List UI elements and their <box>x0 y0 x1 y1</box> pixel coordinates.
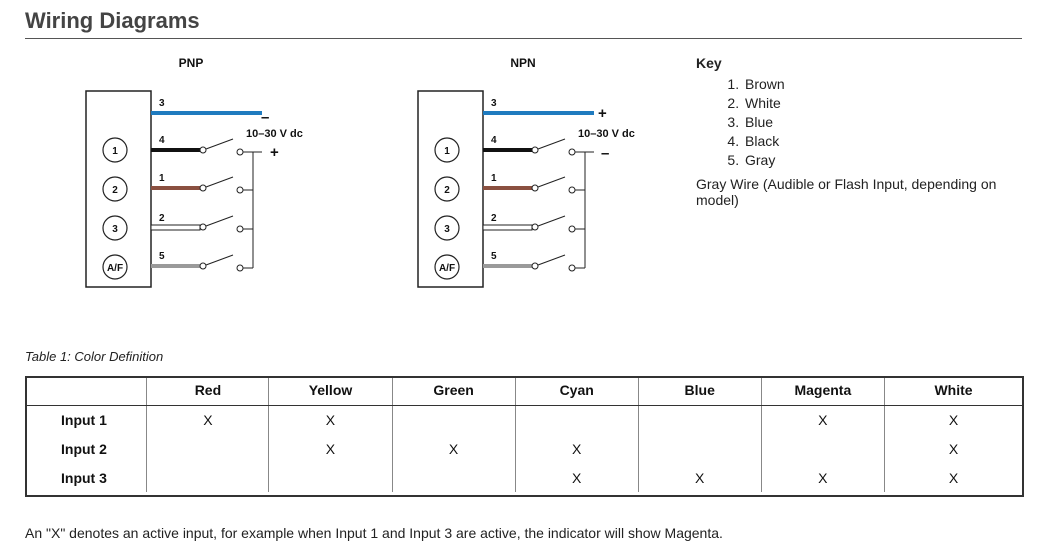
svg-text:2: 2 <box>112 185 118 196</box>
pnp-wire-num-4: 4 <box>159 135 165 146</box>
npn-wire-num-4: 4 <box>491 135 497 146</box>
npn-pin-2: 2 <box>434 176 460 202</box>
table-cell: X <box>760 463 885 492</box>
row-label-input-1: Input 1 <box>61 411 107 428</box>
table-cell <box>391 463 516 492</box>
pnp-wire-white <box>150 224 201 231</box>
column-header-red: Red <box>146 376 269 406</box>
table-row: Input 1 X X X X <box>25 405 1022 434</box>
npn-switches <box>531 138 594 272</box>
table-cell <box>146 463 269 492</box>
npn-pin-af: A/F <box>434 254 460 280</box>
table-cell: X <box>883 405 1022 434</box>
pnp-voltage-label: 10–30 V dc <box>246 128 303 140</box>
column-header-magenta: Magenta <box>760 376 885 406</box>
table-cell: X <box>883 434 1022 463</box>
row-label-input-3: Input 3 <box>61 469 107 486</box>
svg-text:A/F: A/F <box>439 263 455 274</box>
npn-top-sign: + <box>598 105 607 122</box>
svg-text:1: 1 <box>444 146 450 157</box>
table-row: Input 3 X X X X <box>25 463 1022 492</box>
pnp-wire-num-3: 3 <box>159 98 165 109</box>
color-definition-table: Red Yellow Green Cyan Blue Magenta White… <box>25 376 1022 492</box>
pnp-bottom-sign: + <box>270 144 279 161</box>
table-cell <box>146 434 269 463</box>
key-item: Brown <box>743 75 785 94</box>
npn-diagram: NPN 1 2 3 A/F 3 + 4 1 2 5 10–30 V dc – <box>417 56 635 288</box>
table-cell: X <box>268 405 393 434</box>
key-item: Blue <box>743 113 785 132</box>
table-row: Input 2 X X X X <box>25 434 1022 463</box>
table-cell: X <box>391 434 516 463</box>
svg-text:3: 3 <box>112 224 118 235</box>
gray-wire-note: Gray Wire (Audible or Flash Input, depen… <box>696 176 997 208</box>
column-header-yellow: Yellow <box>268 376 393 406</box>
table-cell: X <box>637 463 762 492</box>
table-header-row: Red Yellow Green Cyan Blue Magenta White <box>25 376 1022 406</box>
key-item: Gray <box>743 151 785 170</box>
title-divider <box>25 38 1022 39</box>
pnp-switches <box>199 138 262 272</box>
wiring-diagrams-svg: PNP 1 2 3 A/F 3 – 4 1 2 5 <box>85 56 635 288</box>
key-title: Key <box>696 55 722 71</box>
svg-text:3: 3 <box>444 224 450 235</box>
pnp-pin-af: A/F <box>102 254 128 280</box>
table-cell <box>760 434 885 463</box>
npn-wire-white <box>482 224 533 231</box>
table-cell <box>391 405 516 434</box>
table-cell: X <box>268 434 393 463</box>
table-cell: X <box>514 434 639 463</box>
svg-text:1: 1 <box>112 146 118 157</box>
table-caption: Table 1: Color Definition <box>25 349 164 364</box>
pnp-diagram: PNP 1 2 3 A/F 3 – 4 1 2 5 <box>85 56 303 288</box>
npn-voltage-label: 10–30 V dc <box>578 128 635 140</box>
table-cell <box>514 405 639 434</box>
wire-color-key: Key Brown White Blue Black Gray <box>696 55 785 170</box>
row-label-input-2: Input 2 <box>61 440 107 457</box>
npn-wire-num-1: 1 <box>491 173 497 184</box>
column-header-blue: Blue <box>637 376 762 406</box>
npn-wire-num-3: 3 <box>491 98 497 109</box>
page-title: Wiring Diagrams <box>25 8 200 33</box>
npn-wire-num-5: 5 <box>491 251 497 262</box>
pnp-wire-num-2: 2 <box>159 213 165 224</box>
pnp-pin-3: 3 <box>102 215 128 241</box>
pnp-pin-2: 2 <box>102 176 128 202</box>
pnp-wire-num-5: 5 <box>159 251 165 262</box>
pnp-pin-1: 1 <box>102 137 128 163</box>
npn-label: NPN <box>510 56 535 70</box>
table-cell <box>637 434 762 463</box>
column-header-white: White <box>883 376 1022 406</box>
npn-bottom-sign: – <box>601 145 609 162</box>
table-cell: X <box>883 463 1022 492</box>
column-header-cyan: Cyan <box>514 376 639 406</box>
key-item: Black <box>743 132 785 151</box>
table-cell <box>637 405 762 434</box>
svg-text:2: 2 <box>444 185 450 196</box>
column-header-green: Green <box>391 376 516 406</box>
key-item: White <box>743 94 785 113</box>
pnp-label: PNP <box>179 56 204 70</box>
npn-pin-3: 3 <box>434 215 460 241</box>
table-cell: X <box>514 463 639 492</box>
table-footnote: An "X" denotes an active input, for exam… <box>25 525 723 541</box>
npn-pin-1: 1 <box>434 137 460 163</box>
table-cell: X <box>146 405 269 434</box>
column-header-blank <box>25 376 147 406</box>
npn-wire-num-2: 2 <box>491 213 497 224</box>
table-cell: X <box>760 405 885 434</box>
pnp-top-sign: – <box>261 109 269 126</box>
key-list: Brown White Blue Black Gray <box>696 75 785 170</box>
table-cell <box>268 463 393 492</box>
pnp-wire-num-1: 1 <box>159 173 165 184</box>
svg-text:A/F: A/F <box>107 263 123 274</box>
